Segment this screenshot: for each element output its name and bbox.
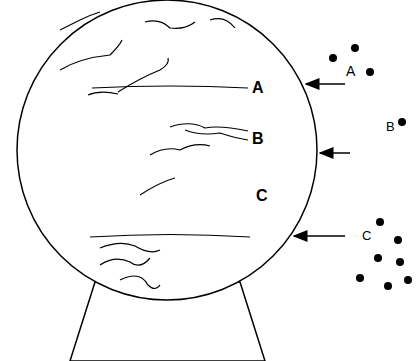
incoming-arrows: [294, 84, 350, 236]
particle-label: A: [346, 64, 355, 78]
filament-lines: [60, 12, 250, 289]
globe-circle: [17, 0, 317, 300]
region-label: B: [252, 131, 264, 147]
particle-label: C: [362, 229, 371, 242]
region-label: C: [256, 188, 268, 204]
region-label: A: [252, 80, 264, 96]
particles: [329, 44, 412, 290]
particle-label: B: [386, 120, 395, 133]
